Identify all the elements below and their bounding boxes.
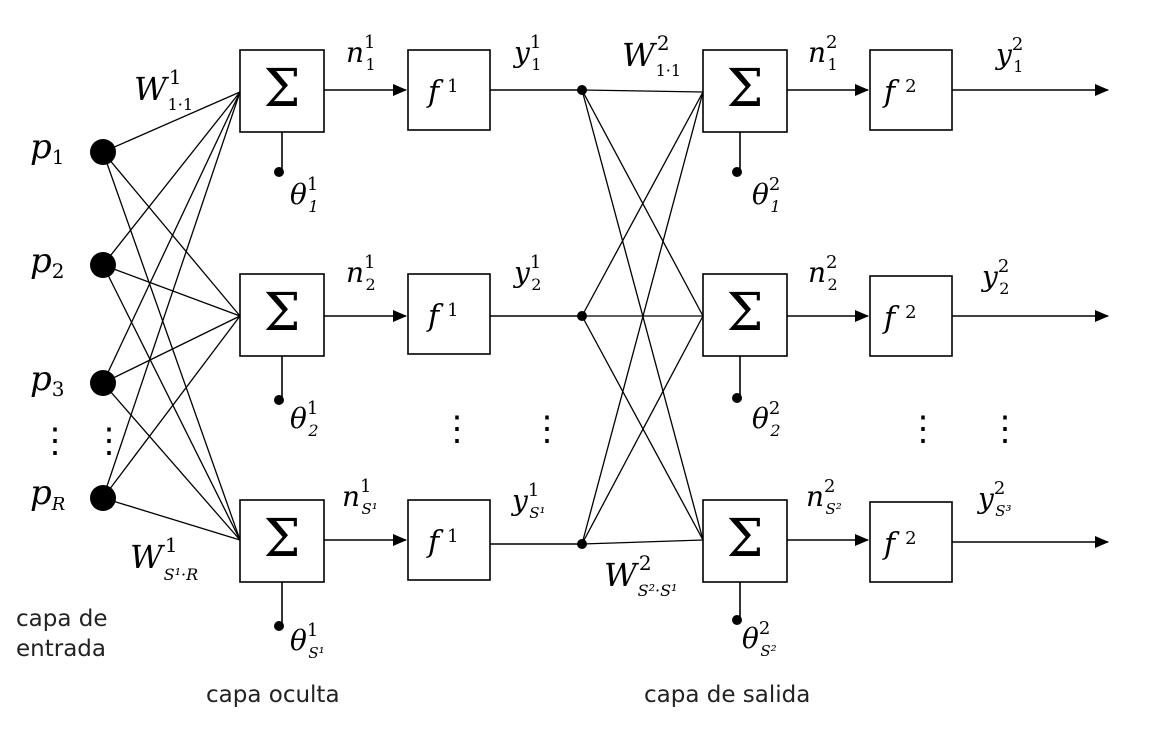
bias-node xyxy=(274,621,284,631)
input-label-pR: pR xyxy=(30,473,65,515)
sum-symbol: Σ xyxy=(264,283,301,343)
sum-block xyxy=(239,49,325,133)
input-label-p1: p1 xyxy=(30,127,65,169)
hidden-layer-caption: capa oculta xyxy=(206,682,340,708)
bias-node xyxy=(732,393,742,403)
output-junction xyxy=(577,539,587,549)
input-ellipsis-nodes: ⋮ xyxy=(92,421,126,461)
output-ellipsis-output: ⋮ xyxy=(988,409,1022,449)
output-junction xyxy=(577,311,587,321)
input-layer-caption-line1: capa de xyxy=(16,606,108,632)
input-layer: p1 p2 p3 pR ⋮ ⋮ xyxy=(30,127,126,515)
activation-block xyxy=(869,275,953,357)
sum-symbol: Σ xyxy=(727,283,764,343)
input-ellipsis-labels: ⋮ xyxy=(38,421,72,461)
output-junction xyxy=(577,85,587,95)
sum-block xyxy=(702,273,788,357)
input-label-p2: p2 xyxy=(30,241,65,283)
activation-block xyxy=(407,499,491,581)
bias-node xyxy=(274,395,284,405)
sum-symbol: Σ xyxy=(727,509,764,569)
sum-block xyxy=(239,499,325,583)
input-node-p3 xyxy=(90,370,116,396)
input-layer-caption-line2: entrada xyxy=(16,636,106,662)
sum-symbol: Σ xyxy=(264,59,301,119)
sum-symbol: Σ xyxy=(727,59,764,119)
bias-node xyxy=(732,167,742,177)
sum-symbol: Σ xyxy=(264,509,301,569)
output-ellipsis-activation: ⋮ xyxy=(906,409,940,449)
hidden-output-connections xyxy=(581,89,704,545)
input-node-p1 xyxy=(90,139,116,165)
activation-block xyxy=(869,49,953,131)
input-node-p2 xyxy=(90,252,116,278)
layer-captions: capa de entrada capa oculta capa de sali… xyxy=(16,606,810,708)
output-layer-caption: capa de salida xyxy=(644,682,810,708)
input-hidden-connections xyxy=(102,91,241,541)
activation-block xyxy=(407,49,491,131)
sum-block xyxy=(702,499,788,583)
input-node-pR xyxy=(90,485,116,511)
input-label-p3: p3 xyxy=(30,359,65,401)
hidden-ellipsis-output: ⋮ xyxy=(530,409,564,449)
activation-block xyxy=(869,501,953,583)
bias-node xyxy=(732,615,742,625)
activation-block xyxy=(407,273,491,355)
bias-node xyxy=(274,167,284,177)
sum-block xyxy=(702,49,788,133)
hidden-ellipsis-activation: ⋮ xyxy=(440,409,474,449)
